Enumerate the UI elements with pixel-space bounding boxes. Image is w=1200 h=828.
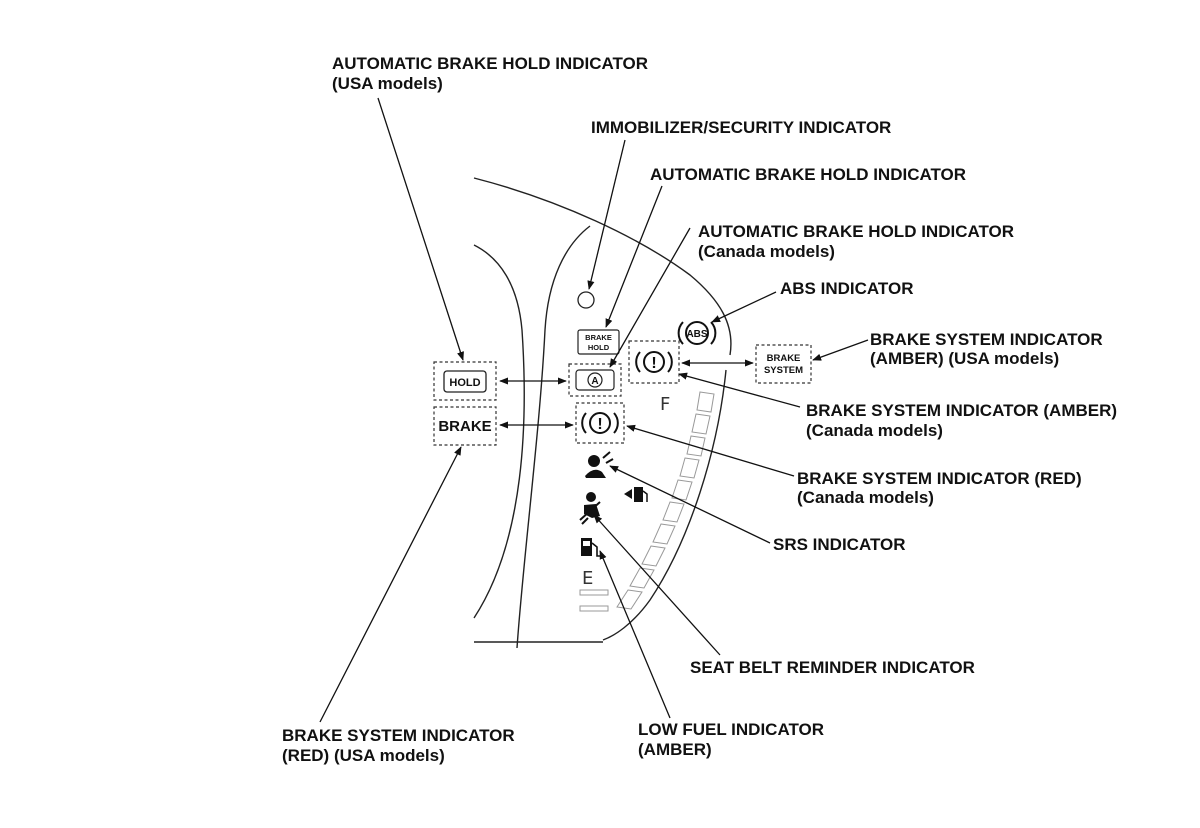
- fuel-reminder-icon: [624, 487, 648, 502]
- label-seat-belt: SEAT BELT REMINDER INDICATOR: [690, 658, 975, 677]
- svg-text:HOLD: HOLD: [588, 343, 610, 352]
- auto-brake-hold-canada-icon: A: [568, 363, 622, 397]
- label-brake-amber-canada-models: (Canada models): [806, 421, 943, 440]
- label-brake-red-usa: BRAKE SYSTEM INDICATOR: [282, 726, 515, 745]
- callout-labels: AUTOMATIC BRAKE HOLD INDICATOR (USA mode…: [282, 54, 1117, 765]
- label-brake-red-canada: BRAKE SYSTEM INDICATOR (RED): [797, 469, 1082, 488]
- label-low-fuel: LOW FUEL INDICATOR: [638, 720, 824, 739]
- low-fuel-indicator-icon: [581, 538, 601, 557]
- label-auto-brake-hold-usa: AUTOMATIC BRAKE HOLD INDICATOR: [332, 54, 648, 73]
- brake-hold-indicator-icon: BRAKE HOLD: [577, 329, 620, 355]
- hold-usa-icon: HOLD: [433, 361, 497, 401]
- fuel-gauge: F E: [579, 391, 715, 612]
- label-low-fuel-amber: (AMBER): [638, 740, 712, 759]
- label-brake-amber-usa: BRAKE SYSTEM INDICATOR: [870, 330, 1103, 349]
- svg-text:HOLD: HOLD: [449, 377, 480, 389]
- label-brake-amber-canada: BRAKE SYSTEM INDICATOR (AMBER): [806, 401, 1117, 420]
- fuel-empty-mark: E: [582, 568, 593, 589]
- brake-amber-canada-icon: !: [628, 340, 680, 384]
- immobilizer-indicator-icon: [577, 291, 595, 309]
- svg-text:SYSTEM: SYSTEM: [764, 365, 803, 376]
- brake-red-canada-icon: !: [575, 402, 625, 444]
- label-auto-brake-hold: AUTOMATIC BRAKE HOLD INDICATOR: [650, 165, 966, 184]
- brake-usa-icon: BRAKE: [433, 406, 497, 446]
- label-immobilizer: IMMOBILIZER/SECURITY INDICATOR: [591, 118, 891, 137]
- brake-system-amber-usa-icon: BRAKE SYSTEM: [755, 344, 812, 384]
- svg-text:!: !: [651, 355, 656, 372]
- svg-text:A: A: [591, 376, 598, 387]
- label-brake-amber-usa-models: (AMBER) (USA models): [870, 349, 1059, 368]
- label-auto-brake-hold-canada: AUTOMATIC BRAKE HOLD INDICATOR: [698, 222, 1014, 241]
- leader-lines: [319, 97, 869, 723]
- fuel-full-mark: F: [660, 394, 670, 415]
- svg-text:ABS: ABS: [686, 329, 707, 340]
- svg-text:!: !: [597, 416, 602, 433]
- label-brake-red-canada-models: (Canada models): [797, 488, 934, 507]
- label-srs: SRS INDICATOR: [773, 535, 906, 554]
- svg-text:BRAKE: BRAKE: [767, 353, 801, 364]
- abs-indicator-icon: ABS: [677, 321, 717, 345]
- label-auto-brake-hold-usa-models: (USA models): [332, 74, 443, 93]
- instrument-panel: [473, 177, 732, 649]
- svg-text:BRAKE: BRAKE: [438, 418, 491, 435]
- srs-indicator-icon: [585, 451, 614, 478]
- svg-text:BRAKE: BRAKE: [585, 333, 612, 342]
- label-abs: ABS INDICATOR: [780, 279, 914, 298]
- label-brake-red-usa-models: (RED) (USA models): [282, 746, 445, 765]
- label-auto-brake-hold-canada-models: (Canada models): [698, 242, 835, 261]
